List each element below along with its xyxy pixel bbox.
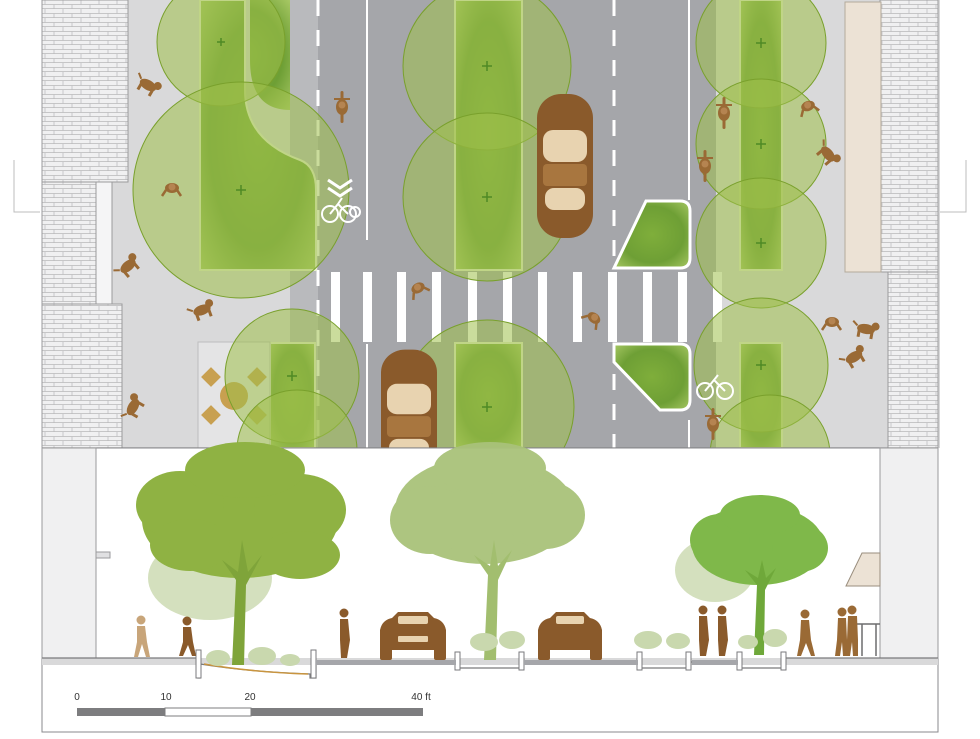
section-view	[41, 442, 939, 733]
plan-view	[13, 0, 967, 516]
tree-icon	[675, 495, 828, 655]
pedestrian-icon	[797, 605, 858, 656]
tree-icon	[136, 442, 346, 665]
scale-label-10: 10	[160, 692, 172, 703]
cafe-table-icon	[856, 623, 880, 656]
car-icon	[380, 612, 446, 660]
building-left-section	[41, 447, 97, 659]
scale-bar: 0 10 20 40 ft	[74, 692, 431, 717]
car-icon	[537, 94, 593, 238]
shrubs	[206, 629, 787, 666]
pedestrian-icon	[179, 616, 196, 656]
scale-label-0: 0	[74, 692, 80, 703]
tree-centers	[217, 38, 766, 412]
buildings-right	[844, 0, 939, 449]
bicycle-marking-icon	[321, 197, 734, 400]
car-icon	[538, 612, 602, 660]
pedestrian-refuge-south	[612, 342, 692, 412]
ground-profile	[42, 649, 938, 679]
chevron-marking-icon	[327, 178, 353, 198]
crosswalk	[331, 272, 722, 342]
awning-section	[845, 552, 881, 587]
pedestrian-icon	[134, 615, 150, 657]
scale-segment	[251, 708, 423, 716]
scale-segment	[164, 707, 252, 717]
building-right-section	[879, 447, 939, 659]
storefront-awning	[844, 1, 882, 273]
tree-icon	[390, 442, 585, 660]
scale-label-40: 40 ft	[411, 692, 431, 703]
pedestrian-refuge-north	[611, 199, 692, 270]
buildings-left	[41, 0, 129, 449]
cyclist-icon	[339, 608, 350, 658]
scale-label-20: 20	[244, 692, 256, 703]
cyclist-icon	[698, 605, 728, 656]
scale-segment	[77, 708, 165, 716]
